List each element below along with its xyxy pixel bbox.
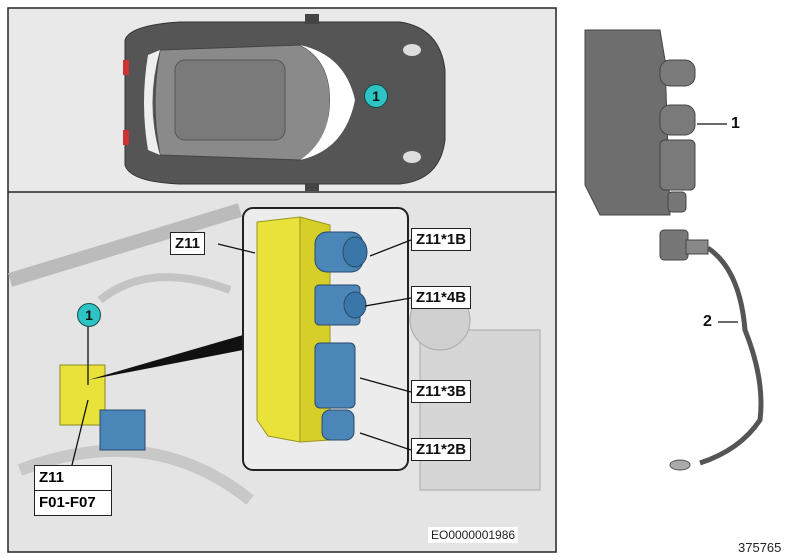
part-number-2: 2: [703, 313, 712, 330]
car-top-view-illustration: [123, 14, 446, 191]
part-1-illustration: [584, 29, 696, 216]
location-label: Z11 F01-F07: [34, 465, 112, 516]
module-z11-detail: [256, 216, 368, 443]
label-z11-1b: Z11*1B: [411, 228, 472, 251]
location-label-fuses: F01-F07: [39, 494, 96, 511]
location-callout-car: 1: [364, 84, 388, 108]
module-in-vehicle: [59, 364, 106, 426]
label-z11: Z11: [170, 232, 206, 255]
part-2-illustration: [659, 229, 764, 471]
image-code: EO0000001986: [428, 527, 519, 543]
label-z11-4b: Z11*4B: [411, 286, 472, 309]
label-z11-3b: Z11*3B: [411, 380, 472, 403]
part-number-1: 1: [731, 115, 740, 132]
location-label-module: Z11: [35, 466, 111, 491]
location-callout-bay: 1: [77, 303, 101, 327]
diagram-number: 375765: [738, 540, 782, 555]
label-z11-2b: Z11*2B: [411, 438, 472, 461]
